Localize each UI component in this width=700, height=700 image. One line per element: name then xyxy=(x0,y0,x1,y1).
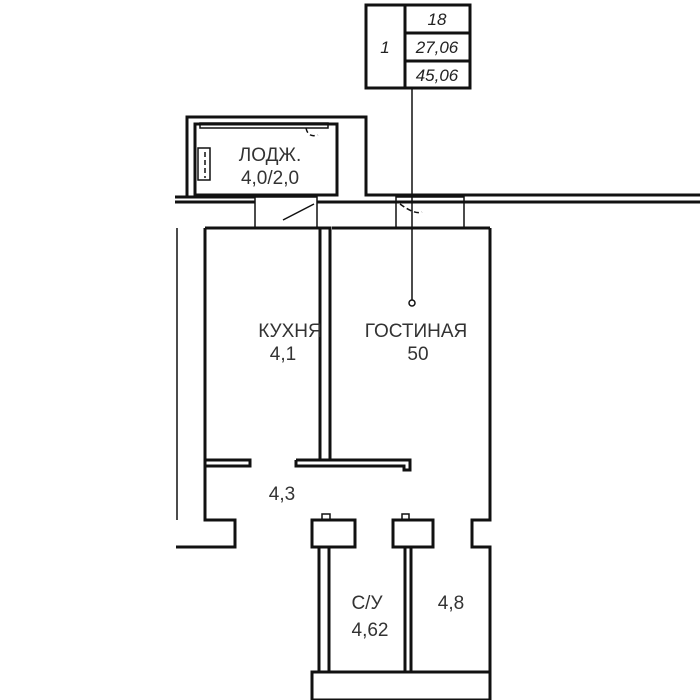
apartment-walls xyxy=(176,226,492,700)
hallway-area: 4,3 xyxy=(269,484,295,505)
living-room-area: 50 xyxy=(407,344,428,365)
kitchen-label: КУХНЯ xyxy=(258,321,321,342)
kitchen-area: 4,1 xyxy=(270,344,296,365)
living-area: 18 xyxy=(428,10,447,29)
apartment-number: 1 xyxy=(380,38,389,57)
loggia-area: 4,0/2,0 xyxy=(241,168,299,189)
loggia-walls xyxy=(175,115,700,229)
living-total: 27,06 xyxy=(415,38,459,57)
room-area-4-8: 4,8 xyxy=(438,593,464,614)
bathroom-area: 4,62 xyxy=(352,620,389,641)
total-area: 45,06 xyxy=(416,66,459,85)
living-room-label: ГОСТИНАЯ xyxy=(365,321,467,342)
loggia-label: ЛОДЖ. xyxy=(239,145,302,166)
apartment-info-table: 1 18 27,06 45,06 xyxy=(364,3,472,90)
bathroom-label: С/У xyxy=(351,593,383,614)
leader-marker xyxy=(408,299,416,307)
